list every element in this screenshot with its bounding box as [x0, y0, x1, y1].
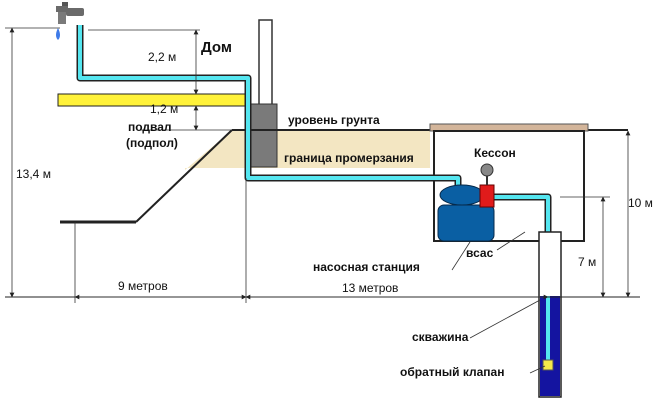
dim-tap-height: 2,2 м: [148, 50, 176, 64]
check-valve-label: обратный клапан: [400, 365, 504, 379]
dim-basement-depth: 1,2 м: [150, 102, 178, 116]
slope-line: [135, 129, 233, 223]
water-drop-icon: [56, 28, 60, 40]
foundation-block: [249, 103, 278, 168]
pump-tank-icon: [437, 204, 495, 242]
caisson-label: Кессон: [474, 146, 516, 160]
freezing-boundary-label: граница промерзания: [284, 151, 414, 165]
suction-label: всас: [466, 246, 494, 260]
basement-label: подвал: [128, 120, 172, 134]
house-wall: [258, 19, 273, 107]
borehole-label: скважина: [412, 330, 469, 344]
pump-motor-icon: [439, 184, 485, 206]
dim-distance-house: 9 метров: [118, 279, 168, 293]
dim-caisson-depth: 10 м: [628, 196, 653, 210]
dim-distance-caisson: 13 метров: [342, 281, 398, 295]
house-label: Дом: [201, 39, 232, 56]
pump-red-housing: [479, 184, 495, 208]
dim-well-depth: 7 м: [578, 255, 596, 269]
dim-total-height: 13,4 м: [16, 167, 51, 181]
check-valve-icon: [542, 359, 554, 371]
faucet-icon: [56, 2, 84, 24]
subfloor-label: (подпол): [126, 136, 178, 150]
pump-station-label: насосная станция: [313, 260, 420, 274]
caisson-cap: [429, 123, 589, 132]
pressure-gauge-icon: [480, 163, 494, 177]
supply-pipe: [76, 25, 462, 190]
ground-level-label: уровень грунта: [288, 113, 380, 127]
freezing-zone-left: [190, 130, 248, 168]
